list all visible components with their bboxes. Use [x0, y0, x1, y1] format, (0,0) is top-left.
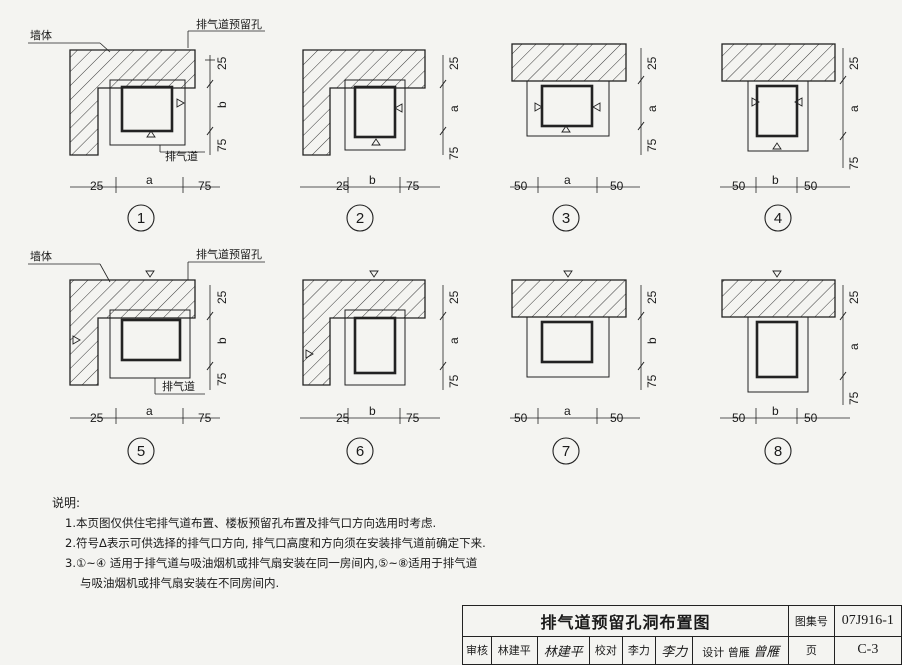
dim-a: a [564, 173, 571, 187]
dim-25-v: 25 [645, 56, 659, 70]
hole-label: 排气道预留孔 [196, 17, 262, 31]
hole-label: 排气道预留孔 [196, 247, 262, 261]
atlas-number: 07J916-1 [833, 605, 902, 637]
figure-2-drawing [300, 49, 447, 232]
figure-number: 3 [562, 210, 570, 227]
dim-50: 50 [804, 179, 818, 193]
reviewer-name: 林建平 [491, 635, 538, 665]
dim-75-v: 75 [847, 391, 861, 405]
reviewer-signature: 林建平 [536, 635, 590, 665]
title-block: 排气道预留孔洞布置图 图集号 07J916-1 审核 林建平 林建平 校对 李力… [461, 605, 902, 665]
dim-50: 50 [514, 411, 528, 425]
page-number: C-3 [833, 635, 902, 665]
figure-number: 7 [562, 443, 570, 460]
designer-cell: 设计 曾雁 曾雁 [692, 635, 790, 665]
dim-25-v: 25 [215, 290, 229, 304]
check-label: 校对 [588, 635, 623, 665]
dim-75: 75 [406, 179, 420, 193]
dim-25: 25 [336, 411, 350, 425]
dim-25: 25 [90, 179, 104, 193]
duct-label: 排气道 [162, 379, 195, 393]
dim-25-v: 25 [447, 56, 461, 70]
dim-25: 25 [336, 179, 350, 193]
dim-25-v: 25 [645, 290, 659, 304]
dim-a-v: a [847, 343, 861, 350]
figure-6-drawing [300, 270, 447, 465]
atlas-label: 图集号 [788, 605, 835, 637]
figure-number: 5 [137, 443, 145, 460]
dim-75-v: 75 [447, 374, 461, 388]
dim-25-v: 25 [847, 56, 861, 70]
dim-b-v: b [645, 337, 659, 344]
dim-b: b [369, 404, 376, 418]
design-label: 设计 [702, 645, 725, 659]
notes-heading: 说明: [52, 496, 81, 510]
dim-25-v: 25 [215, 56, 229, 70]
dim-b: b [772, 173, 779, 187]
duct-label: 排气道 [165, 149, 198, 163]
note-item: 1.本页图仅供住宅排气道布置、楼板预留孔布置及排气口方向选用时考虑. [65, 516, 437, 530]
dim-a: a [146, 173, 153, 187]
dim-25-v: 25 [847, 290, 861, 304]
checker-name: 李力 [621, 635, 656, 665]
figure-number: 1 [137, 210, 145, 227]
dim-b-v: b [215, 101, 229, 108]
figure-number: 4 [774, 210, 782, 227]
dim-75-v: 75 [215, 138, 229, 152]
dim-a-v: a [645, 105, 659, 112]
dim-75: 75 [198, 411, 212, 425]
dim-a-v: a [847, 105, 861, 112]
dim-a-v: a [447, 337, 461, 344]
figure-number: 2 [356, 210, 364, 227]
dim-50: 50 [804, 411, 818, 425]
designer-signature: 曾雁 [753, 644, 780, 660]
figure-1-drawing [28, 30, 265, 232]
dim-75-v: 75 [645, 138, 659, 152]
notes-block: 说明: 1.本页图仅供住宅排气道布置、楼板预留孔布置及排气口方向选用时考虑. 2… [52, 493, 522, 593]
note-item: 与吸油烟机或排气扇安装在不同房间内. [80, 576, 280, 590]
figure-number: 6 [356, 443, 364, 460]
dim-b-v: b [215, 337, 229, 344]
note-item: 2.符号Δ表示可供选择的排气口方向, 排气口高度和方向须在安装排气道前确定下来. [65, 536, 486, 550]
wall-label: 墙体 [30, 249, 52, 263]
dim-b: b [369, 173, 376, 187]
dim-b: b [772, 404, 779, 418]
dim-75-v: 75 [645, 374, 659, 388]
dim-75: 75 [198, 179, 212, 193]
figure-8-drawing [720, 270, 850, 465]
designer-name: 曾雁 [727, 645, 750, 659]
checker-signature: 李力 [654, 635, 694, 665]
dim-75-v: 75 [447, 146, 461, 160]
figure-7-drawing [510, 270, 645, 465]
figure-number: 8 [774, 443, 782, 460]
dim-50: 50 [732, 179, 746, 193]
page-label: 页 [788, 635, 835, 665]
dim-25: 25 [90, 411, 104, 425]
dim-a: a [146, 404, 153, 418]
dim-50: 50 [610, 411, 624, 425]
dim-a: a [564, 404, 571, 418]
dim-50: 50 [732, 411, 746, 425]
figure-4-drawing [720, 43, 850, 232]
wall-label: 墙体 [30, 28, 52, 42]
dim-a-v: a [447, 105, 461, 112]
dim-25-v: 25 [447, 290, 461, 304]
review-label: 审核 [462, 635, 492, 665]
dim-75: 75 [406, 411, 420, 425]
note-item: 3.①~④ 适用于排气道与吸油烟机或排气扇安装在同一房间内,⑤~⑧适用于排气道 [65, 556, 478, 570]
dim-75-v: 75 [215, 372, 229, 386]
dim-50: 50 [514, 179, 528, 193]
figure-5-drawing [28, 261, 265, 465]
drawing-title: 排气道预留孔洞布置图 [461, 605, 790, 637]
dim-75-v: 75 [847, 156, 861, 170]
figure-3-drawing [510, 43, 645, 232]
dim-50: 50 [610, 179, 624, 193]
